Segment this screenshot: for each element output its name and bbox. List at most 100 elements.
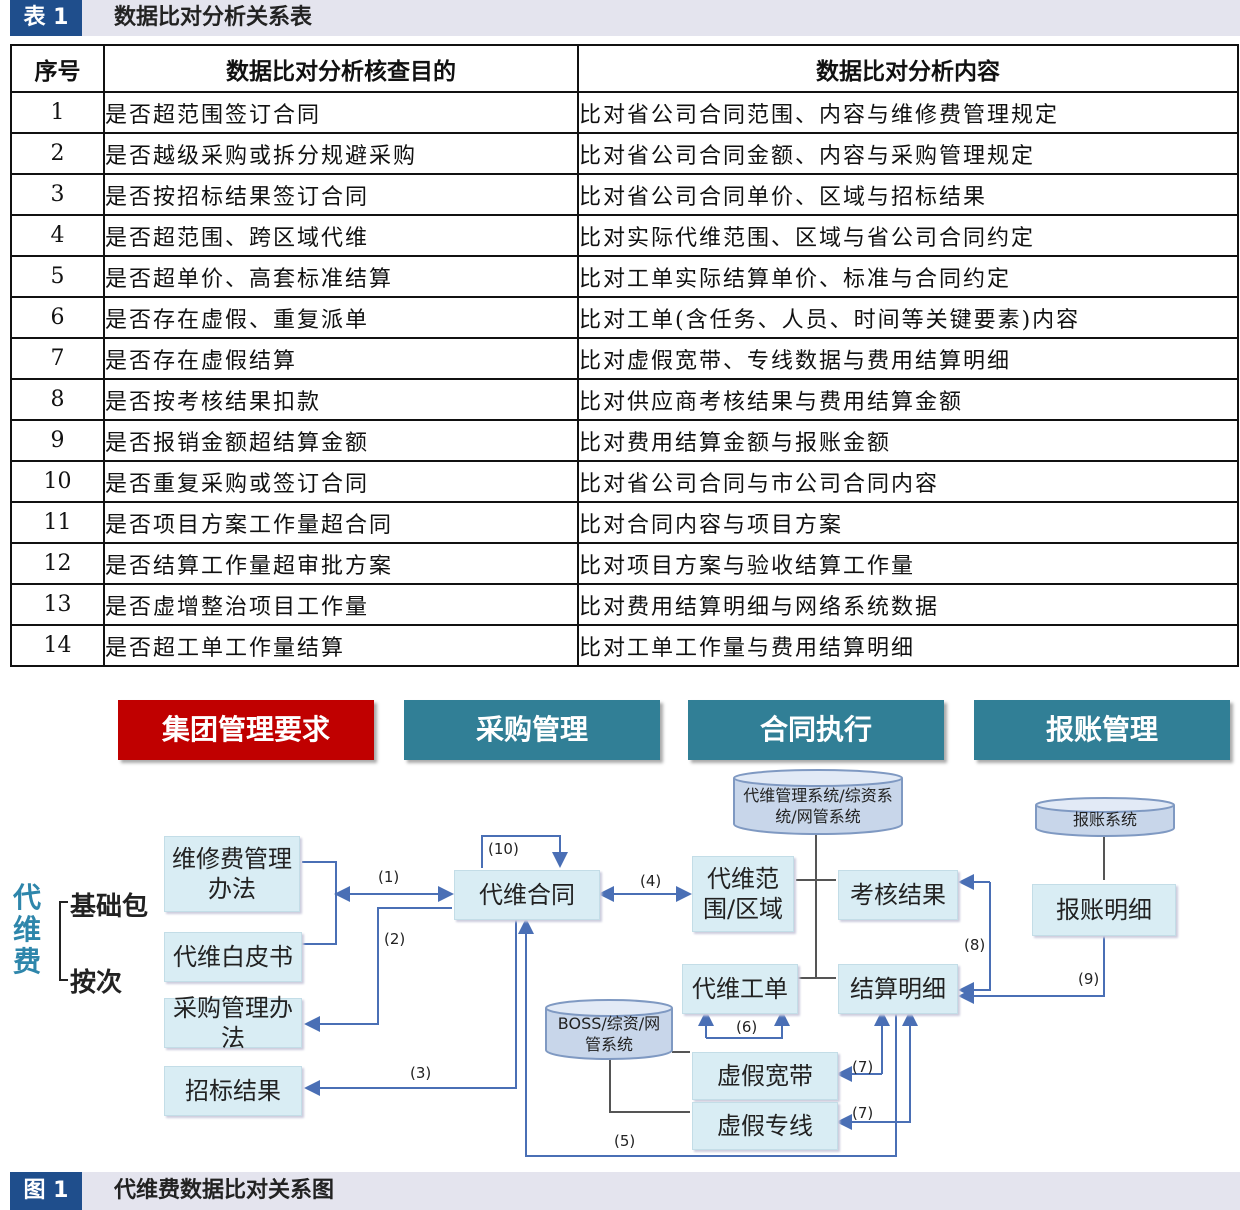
row-content: 比对省公司合同与市公司合同内容 (577, 460, 1239, 503)
row-content: 比对费用结算明细与网络系统数据 (577, 583, 1239, 626)
figure-caption: 图 1 代维费数据比对关系图 (10, 1172, 1240, 1210)
system-database-mgmt (733, 769, 903, 835)
row-content: 比对虚假宽带、专线数据与费用结算明细 (577, 337, 1239, 380)
header-index: 序号 (10, 44, 105, 93)
label-2: (2) (384, 930, 406, 948)
label-6: (6) (736, 1018, 758, 1036)
row-index: 12 (10, 542, 105, 585)
row-purpose: 是否超工单工作量结算 (103, 624, 579, 667)
box-contract: 代维合同 (454, 870, 600, 920)
label-8: (8) (964, 936, 986, 954)
row-purpose: 是否虚增整治项目工作量 (103, 583, 579, 626)
row-index: 1 (10, 91, 105, 134)
row-content: 比对省公司合同范围、内容与维修费管理规定 (577, 91, 1239, 134)
row-content: 比对工单实际结算单价、标准与合同约定 (577, 255, 1239, 298)
row-index: 10 (10, 460, 105, 503)
category-contract-execution: 合同执行 (688, 700, 944, 760)
row-purpose: 是否存在虚假结算 (103, 337, 579, 380)
category-expense-management: 报账管理 (974, 700, 1230, 760)
row-purpose: 是否越级采购或拆分规避采购 (103, 132, 579, 175)
label-10: (10) (488, 840, 519, 858)
row-content: 比对实际代维范围、区域与省公司合同约定 (577, 214, 1239, 257)
label-7b: (7) (852, 1104, 874, 1122)
header-purpose: 数据比对分析核查目的 (103, 44, 579, 93)
system-database-boss (545, 999, 673, 1060)
row-index: 9 (10, 419, 105, 462)
row-content: 比对省公司合同单价、区域与招标结果 (577, 173, 1239, 216)
row-content: 比对工单(含任务、人员、时间等关键要素)内容 (577, 296, 1239, 339)
category-procurement: 采购管理 (404, 700, 660, 760)
table-caption: 表 1 数据比对分析关系表 (10, 0, 1240, 36)
system-database-expense (1035, 797, 1175, 837)
box-scope-region: 代维范围/区域 (692, 856, 794, 932)
label-3: (3) (410, 1064, 432, 1082)
row-index: 3 (10, 173, 105, 216)
row-content: 比对工单工作量与费用结算明细 (577, 624, 1239, 667)
row-index: 11 (10, 501, 105, 544)
row-purpose: 是否按招标结果签订合同 (103, 173, 579, 216)
row-index: 4 (10, 214, 105, 257)
row-content: 比对省公司合同金额、内容与采购管理规定 (577, 132, 1239, 175)
row-purpose: 是否存在虚假、重复派单 (103, 296, 579, 339)
row-purpose: 是否报销金额超结算金额 (103, 419, 579, 462)
row-index: 6 (10, 296, 105, 339)
row-index: 7 (10, 337, 105, 380)
table-header-row: 序号 数据比对分析核查目的 数据比对分析内容 (10, 44, 1239, 93)
row-content: 比对合同内容与项目方案 (577, 501, 1239, 544)
side-label-main: 代维费 (12, 881, 41, 978)
system-boss-label: BOSS/综资/网管系统 (557, 1014, 661, 1054)
system-expense-label: 报账系统 (1072, 810, 1137, 829)
row-purpose: 是否超范围签订合同 (103, 91, 579, 134)
header-content: 数据比对分析内容 (577, 44, 1239, 93)
label-5: (5) (614, 1132, 636, 1150)
side-label-basic: 基础包 (70, 892, 149, 922)
box-bid-results: 招标结果 (164, 1066, 302, 1116)
table-caption-title: 数据比对分析关系表 (114, 5, 313, 30)
row-content: 比对费用结算金额与报账金额 (577, 419, 1239, 462)
row-index: 5 (10, 255, 105, 298)
box-settlement-detail: 结算明细 (838, 964, 958, 1014)
box-procurement-rules: 采购管理办法 (164, 994, 302, 1052)
row-index: 8 (10, 378, 105, 421)
box-work-order: 代维工单 (682, 964, 798, 1014)
box-expense-detail: 报账明细 (1032, 884, 1176, 936)
row-index: 2 (10, 132, 105, 175)
category-group-requirements: 集团管理要求 (118, 700, 374, 760)
row-content: 比对供应商考核结果与费用结算金额 (577, 378, 1239, 421)
row-purpose: 是否按考核结果扣款 (103, 378, 579, 421)
box-maintenance-rules: 维修费管理办法 (164, 836, 300, 912)
row-purpose: 是否超单价、高套标准结算 (103, 255, 579, 298)
box-fake-line: 虚假专线 (692, 1102, 838, 1150)
row-index: 13 (10, 583, 105, 626)
label-4: (4) (640, 872, 662, 890)
row-purpose: 是否超范围、跨区域代维 (103, 214, 579, 257)
side-label-per: 按次 (70, 968, 123, 998)
figure-caption-tag: 图 1 (10, 1172, 82, 1210)
box-fake-broadband: 虚假宽带 (692, 1052, 838, 1100)
table-caption-tag: 表 1 (10, 0, 82, 36)
box-whitepaper: 代维白皮书 (164, 932, 302, 982)
figure-caption-title: 代维费数据比对关系图 (114, 1178, 335, 1203)
row-purpose: 是否结算工作量超审批方案 (103, 542, 579, 585)
row-purpose: 是否项目方案工作量超合同 (103, 501, 579, 544)
row-index: 14 (10, 624, 105, 667)
label-9: (9) (1078, 970, 1100, 988)
label-1: (1) (378, 868, 400, 886)
row-purpose: 是否重复采购或签订合同 (103, 460, 579, 503)
